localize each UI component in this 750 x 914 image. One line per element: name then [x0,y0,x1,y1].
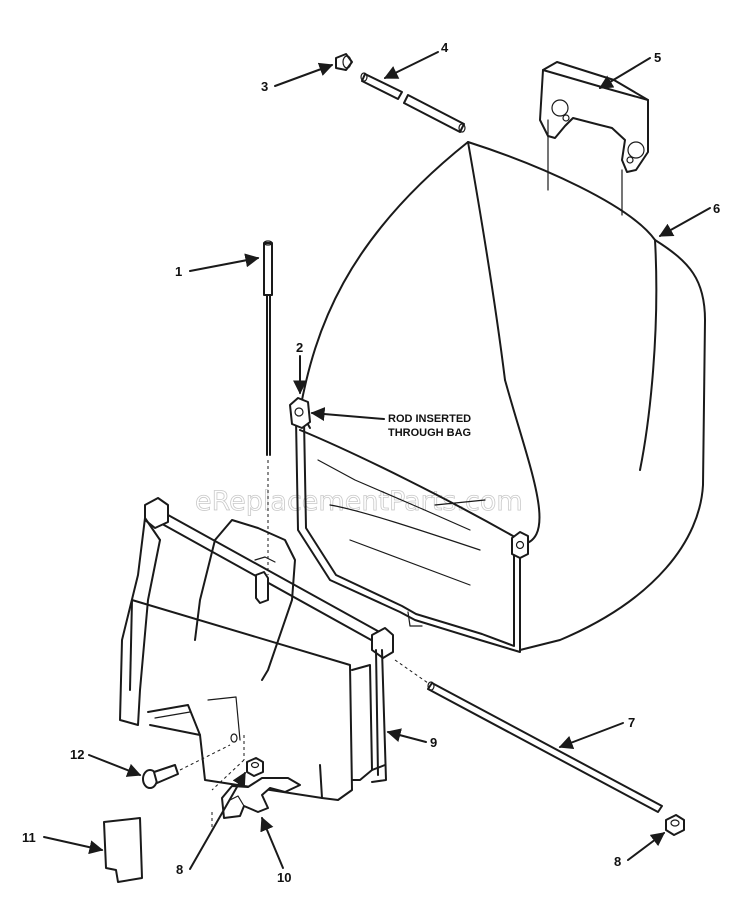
rod-clip [289,397,529,559]
callout-8-rod-end: 8 [614,854,621,869]
vertical-rod [263,240,273,575]
leader-lines [43,51,711,870]
callout-8-nut: 8 [176,862,183,877]
rod-cap [335,53,353,71]
callout-11: 11 [22,830,36,845]
callout-12: 12 [70,747,84,762]
bag-frame-rod [295,419,521,653]
callout-7: 7 [628,715,635,730]
bolt [142,744,231,789]
callout-6: 6 [713,201,720,216]
callout-5: 5 [654,50,661,65]
rear-chute [119,497,394,801]
rod-end-cap [665,814,685,836]
upper-rod [360,72,466,133]
lower-rod [394,659,663,813]
nut [246,757,264,777]
callout-1: 1 [175,264,182,279]
callout-10: 10 [277,870,291,885]
bag-bracket [539,61,649,216]
callout-4: 4 [441,40,449,55]
callout-9: 9 [430,735,437,750]
callout-2: 2 [296,340,303,355]
callout-3: 3 [261,79,268,94]
note-line-1: ROD INSERTED [388,413,471,425]
latch [211,777,301,830]
note-line-2: THROUGH BAG [388,427,471,439]
grass-bag [299,141,706,651]
label-decal [103,817,143,883]
